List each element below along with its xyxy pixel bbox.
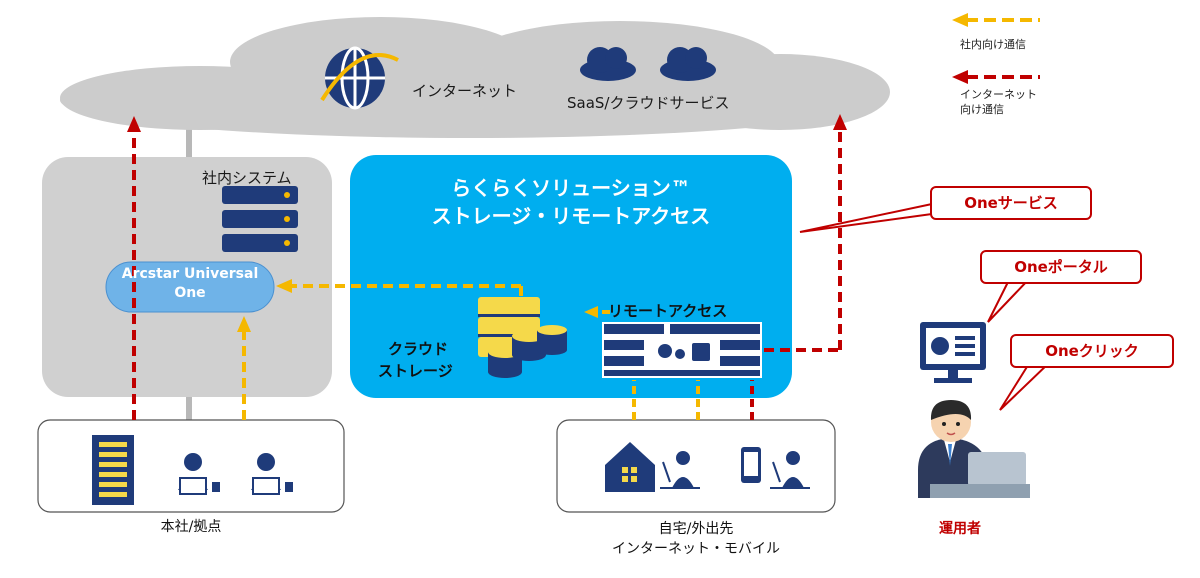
legend-internet-arrow xyxy=(952,70,1040,84)
one-click-callout: Oneクリック xyxy=(1010,334,1174,368)
hq-internet-arrow xyxy=(127,116,141,420)
one-portal-pointer xyxy=(987,277,1033,323)
saas-cloud-icon-2 xyxy=(660,47,716,81)
one-service-callout: Oneサービス xyxy=(930,186,1092,220)
house-icon xyxy=(605,442,655,492)
firewall-icon xyxy=(602,322,762,378)
remote-storage-arrow xyxy=(584,306,610,318)
remote-internet-arrow xyxy=(764,114,847,352)
internet-label: インターネット xyxy=(412,82,518,100)
internet-cloud xyxy=(60,17,890,138)
solution-title-2: ストレージ・リモートアクセス xyxy=(431,204,711,228)
remote-worker-icon-1 xyxy=(660,451,700,489)
home-label-1: 自宅/外出先 xyxy=(658,521,734,537)
solution-title-1: らくらくソリューション™ xyxy=(451,176,691,200)
one-click-pointer xyxy=(999,361,1053,411)
legend-internet-label-1: インターネット xyxy=(960,88,1037,101)
arcstar-pill xyxy=(105,261,275,313)
smartphone-icon xyxy=(741,447,761,483)
one-service-pointer xyxy=(799,202,933,233)
cloud-storage-label-2: ストレージ xyxy=(378,362,453,380)
building-icon xyxy=(92,435,134,505)
arcstar-label-2: One xyxy=(174,285,206,301)
operator-illustration xyxy=(918,400,1030,498)
server-rack-icon xyxy=(222,186,298,252)
cloud-storage-icon xyxy=(478,297,567,378)
operator-label: 運用者 xyxy=(939,521,981,537)
office-worker-icon-2 xyxy=(251,453,293,495)
pole-left xyxy=(186,110,192,160)
home-firewall-lines xyxy=(632,380,754,420)
saas-label: SaaS/クラウドサービス xyxy=(567,94,730,112)
remote-worker-icon-2 xyxy=(770,451,810,489)
headquarters-label: 本社/拠点 xyxy=(160,519,222,535)
cloud-storage-label-1: クラウド xyxy=(388,340,449,358)
saas-cloud-icon-1 xyxy=(580,47,636,81)
office-worker-icon-1 xyxy=(178,453,220,495)
legend-internet-label-2: 向け通信 xyxy=(960,103,1004,116)
arcstar-label-1: Arcstar Universal xyxy=(121,266,259,282)
globe-icon xyxy=(320,46,399,110)
monitor-icon xyxy=(920,322,986,383)
internal-system-label: 社内システム xyxy=(202,169,292,187)
remote-access-label: リモートアクセス xyxy=(608,302,728,320)
home-label-2: インターネット・モバイル xyxy=(612,541,780,557)
one-portal-callout: Oneポータル xyxy=(980,250,1142,284)
legend-internal-arrow xyxy=(952,13,1040,27)
storage-arcstar-arrow xyxy=(276,279,523,296)
pole-left-lower xyxy=(186,395,192,420)
home-box xyxy=(556,419,836,513)
legend-internal-label: 社内向け通信 xyxy=(960,38,1026,51)
hq-arcstar-arrow xyxy=(237,316,251,420)
